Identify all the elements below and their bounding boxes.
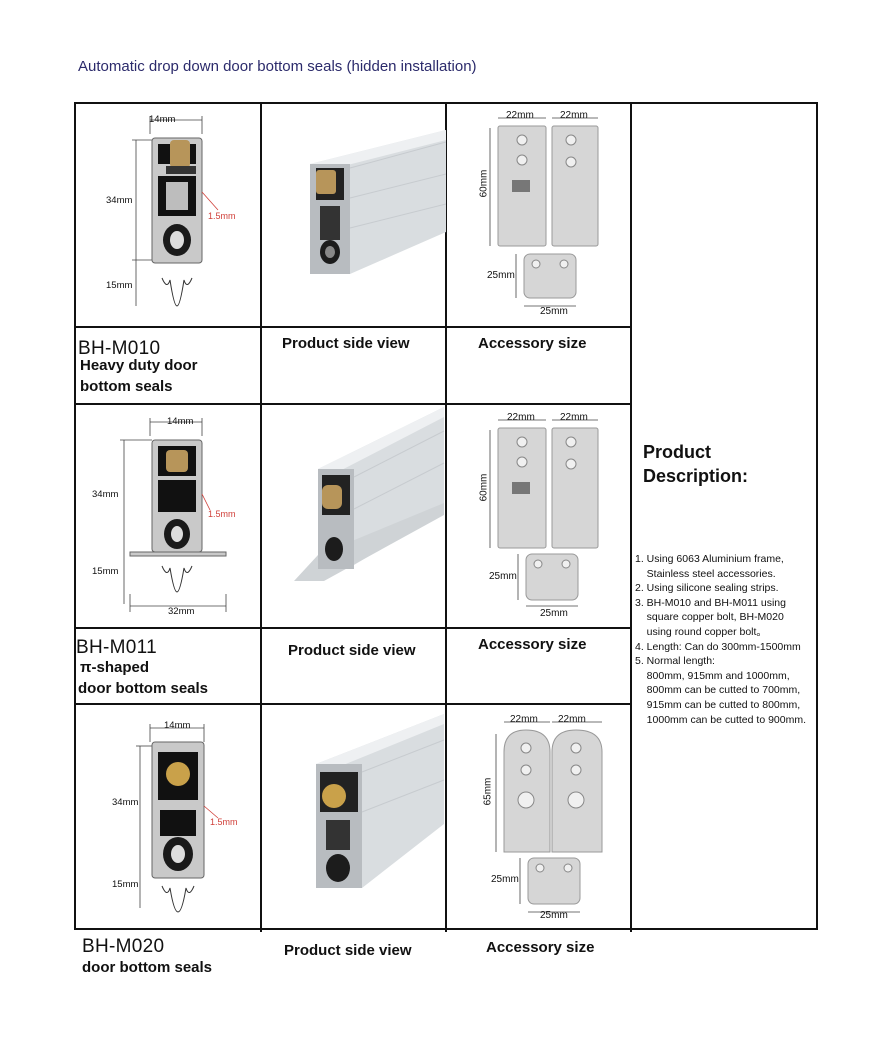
accessory-height-label: 65mm	[482, 777, 494, 806]
dimension-drop-label: 15mm	[112, 879, 139, 890]
accessory-small-width-label: 25mm	[540, 306, 568, 317]
dimension-width-label: 14mm	[149, 114, 176, 125]
row-divider	[76, 703, 632, 705]
description-line: 800mm, 915mm and 1000mm,	[635, 669, 790, 682]
dimension-height-label: 34mm	[92, 489, 119, 500]
cross-section-drawing-m011	[120, 418, 227, 612]
page-title: Automatic drop down door bottom seals (h…	[78, 58, 477, 75]
column-divider	[260, 104, 262, 932]
accessory-height-label: 60mm	[478, 473, 490, 502]
accessory-drawing-m020	[495, 721, 603, 913]
dimension-width-label: 14mm	[164, 720, 191, 731]
description-line: Stainless steel accessories.	[635, 567, 776, 580]
product-name-line2: bottom seals	[80, 378, 173, 395]
description-line: 3. BH-M010 and BH-M011 using	[635, 596, 786, 609]
accessory-small-width-label: 25mm	[540, 910, 568, 921]
dimension-width-label: 14mm	[167, 416, 194, 427]
product-name-line1: Heavy duty door	[80, 357, 198, 374]
product-name-line1: π-shaped	[80, 659, 149, 676]
accessory-caption: Accessory size	[478, 636, 587, 653]
dimension-gap-label: 1.5mm	[208, 509, 236, 519]
description-line: 4. Length: Can do 300mm-1500mm	[635, 640, 801, 653]
model-code: BH-M011	[76, 637, 157, 658]
accessory-width-label: 22mm	[506, 110, 534, 121]
product-name-line1: door bottom seals	[82, 959, 213, 976]
description-heading: Product Description:	[643, 440, 748, 488]
description-heading-line1: Product	[643, 442, 712, 462]
product-name-line2: door bottom seals	[78, 680, 209, 697]
model-code: BH-M020	[82, 936, 165, 957]
column-divider	[630, 104, 632, 932]
column-divider	[445, 104, 447, 932]
accessory-width-label: 22mm	[560, 110, 588, 121]
side-view-image-m020	[316, 714, 445, 888]
description-heading-line2: Description:	[643, 466, 749, 486]
description-line: 1000mm can be cutted to 900mm.	[635, 713, 807, 726]
cross-section-drawing-m020	[136, 724, 219, 913]
description-line: using round copper bolt。	[635, 625, 767, 638]
dimension-drop-label: 15mm	[92, 566, 119, 577]
description-line: square copper bolt, BH-M020	[635, 611, 784, 624]
dimension-drop-label: 15mm	[106, 280, 133, 291]
accessory-width-label: 22mm	[560, 412, 588, 423]
row-divider	[76, 627, 632, 629]
accessory-caption: Accessory size	[486, 939, 595, 956]
description-list: 1. Using 6063 Aluminium frame, Stainless…	[635, 552, 815, 727]
model-code: BH-M010	[78, 338, 161, 359]
accessory-small-height-label: 25mm	[491, 874, 519, 885]
dimension-height-label: 34mm	[106, 195, 133, 206]
row-divider	[76, 403, 632, 405]
accessory-drawing-m010	[489, 117, 599, 307]
side-view-caption: Product side view	[282, 335, 410, 352]
description-line: 1. Using 6063 Aluminium frame,	[635, 553, 784, 565]
accessory-width-label: 22mm	[507, 412, 535, 423]
description-line: 5. Normal length:	[635, 655, 715, 668]
description-line: 2. Using silicone sealing strips.	[635, 582, 779, 595]
description-line: 800mm can be cutted to 700mm,	[635, 684, 801, 697]
dimension-base-label: 32mm	[168, 606, 195, 617]
accessory-width-label: 22mm	[558, 714, 586, 725]
cross-section-drawing-m010	[132, 116, 219, 307]
side-view-caption: Product side view	[288, 642, 416, 659]
side-view-image-m010	[310, 130, 446, 274]
product-table	[74, 102, 818, 932]
accessory-drawing-m011	[489, 419, 599, 607]
accessory-small-width-label: 25mm	[540, 608, 568, 619]
dimension-gap-label: 1.5mm	[208, 211, 236, 221]
row-divider	[76, 326, 632, 328]
accessory-small-height-label: 25mm	[487, 270, 515, 281]
dimension-gap-label: 1.5mm	[210, 817, 238, 827]
accessory-height-label: 60mm	[478, 169, 490, 198]
side-view-caption: Product side view	[284, 942, 412, 959]
accessory-width-label: 22mm	[510, 714, 538, 725]
accessory-caption: Accessory size	[478, 335, 587, 352]
description-line: 915mm can be cutted to 800mm,	[635, 698, 801, 711]
accessory-small-height-label: 25mm	[489, 571, 517, 582]
side-view-image-m011	[294, 407, 445, 581]
dimension-height-label: 34mm	[112, 797, 139, 808]
